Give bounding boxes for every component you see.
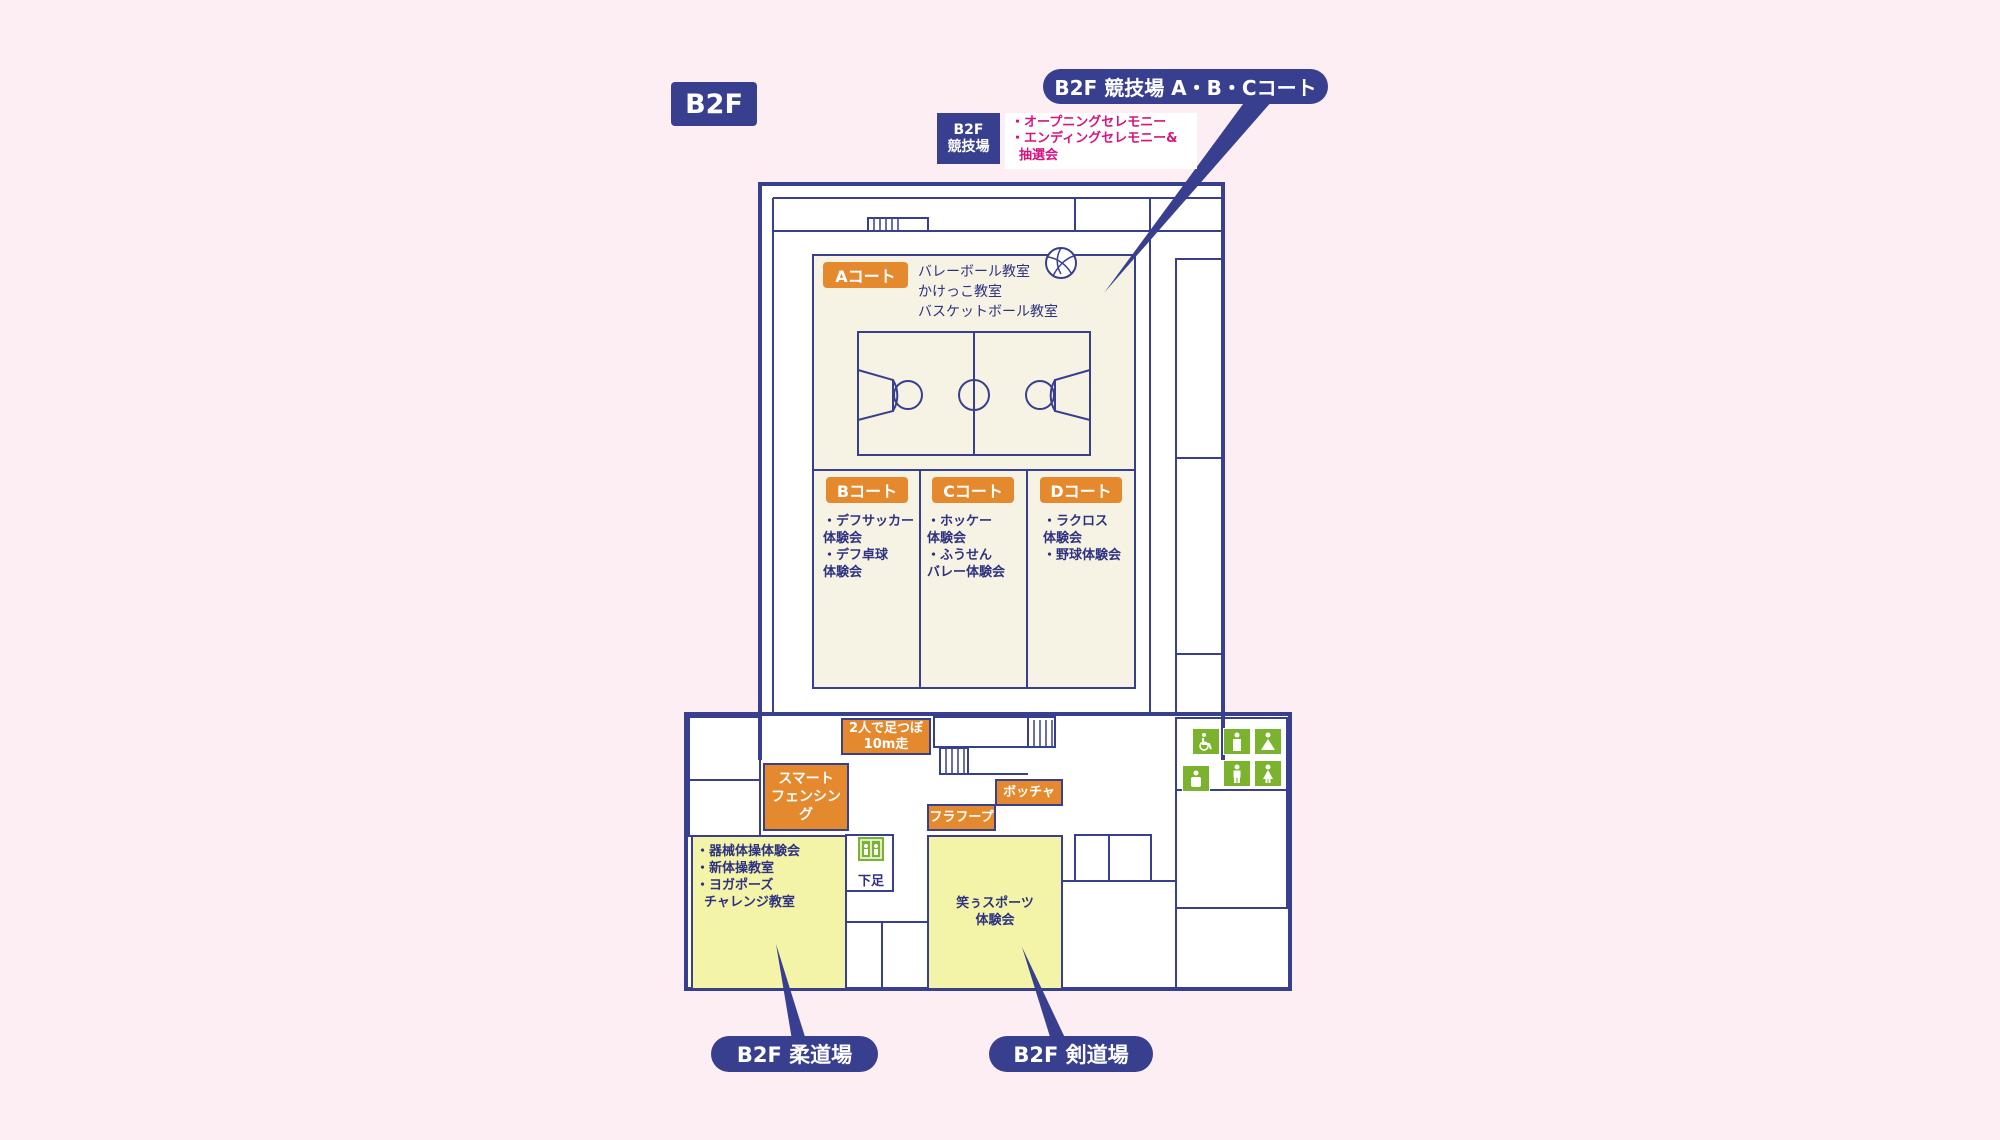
kendo-callout-pointer: [1022, 947, 1066, 1040]
footrace-line2: 10m走: [863, 736, 909, 752]
court-b-event: ・デフ卓球: [823, 548, 889, 563]
ostomate-icon: [1223, 728, 1251, 755]
venue-event-list: ・オープニングセレモニー ・エンディングセレモニー& 抽選会: [1005, 113, 1197, 169]
kendo-event-line1: 笑ぅスポーツ: [956, 896, 1034, 911]
kendo-event-line2: 体験会: [975, 913, 1015, 928]
stairs-middle: [939, 747, 969, 775]
court-d-events: ・ラクロス 体験会 ・野球体験会: [1043, 513, 1121, 564]
boccia-activity: ボッチャ: [995, 779, 1063, 806]
court-c-event: ・ふうせん: [927, 548, 993, 563]
elevator-icon: [858, 837, 884, 861]
venue-floor: B2F: [953, 121, 984, 138]
arena-callout-pointer: [1104, 100, 1273, 293]
judo-event: チャレンジ教室: [704, 895, 795, 910]
court-d-event: 体験会: [1043, 531, 1083, 546]
wheelchair-toilet-icon: [1192, 728, 1220, 755]
court-a-event: バスケットボール教室: [918, 304, 1058, 320]
judo-event: ・器械体操体験会: [696, 844, 801, 859]
judo-callout-pointer: [776, 944, 806, 1040]
venue-event: ・オープニングセレモニー: [1011, 115, 1167, 130]
court-a-event: かけっこ教室: [918, 284, 1002, 300]
court-a-event: バレーボール教室: [918, 264, 1030, 280]
court-b-tag: Bコート: [826, 477, 908, 503]
court-d-event: ・野球体験会: [1043, 548, 1122, 563]
venue-name: 競技場: [947, 138, 990, 155]
judo-hall-events: ・器械体操体験会 ・新体操教室 ・ヨガポーズ チャレンジ教室: [696, 843, 800, 911]
court-c-event: ・ホッケー: [927, 514, 993, 529]
women-toilet-icon: [1254, 760, 1282, 787]
court-b-event: 体験会: [823, 565, 863, 580]
court-a-events: バレーボール教室 かけっこ教室 バスケットボール教室: [918, 262, 1058, 322]
venue-event: ・エンディングセレモニー&: [1011, 131, 1178, 147]
kendo-hall: [927, 835, 1063, 990]
courts-bcd: [812, 469, 1136, 689]
court-b-event: ・デフサッカー: [823, 514, 915, 529]
fencing-line2: フェンシング: [771, 789, 841, 823]
shoe-area-label: 下足: [858, 874, 885, 889]
footrace-activity: 2人で足つぼ 10m走: [841, 718, 931, 755]
kendo-hall-title: B2F 剣道場: [989, 1036, 1153, 1072]
judo-event: ・ヨガポーズ: [696, 878, 774, 893]
court-b-events: ・デフサッカー 体験会 ・デフ卓球 体験会: [823, 513, 914, 581]
arena-title: B2F 競技場 A・B・Cコート: [1043, 69, 1328, 104]
venue-event: 抽選会: [1019, 147, 1059, 163]
court-d-tag: Dコート: [1040, 477, 1122, 503]
court-c-events: ・ホッケー 体験会 ・ふうせん バレー体験会: [927, 513, 1005, 581]
judo-hall: [691, 835, 847, 990]
stairs-top-hatch: [873, 219, 899, 231]
footrace-line1: 2人で足つぼ: [848, 720, 924, 736]
kendo-hall-events: 笑ぅスポーツ 体験会: [928, 895, 1062, 929]
judo-hall-title: B2F 柔道場: [711, 1036, 878, 1072]
court-b-event: 体験会: [823, 531, 863, 546]
court-c-event: 体験会: [927, 531, 967, 546]
basketball-court: [857, 331, 1091, 456]
volleyball-icon: [1045, 247, 1077, 279]
judo-event: ・新体操教室: [696, 861, 775, 876]
men-toilet-icon: [1223, 760, 1251, 787]
court-c-event: バレー体験会: [927, 565, 1006, 580]
baby-seat-icon: [1182, 765, 1210, 792]
fencing-activity: スマート フェンシング: [763, 763, 849, 831]
venue-box: B2F 競技場: [937, 113, 1000, 164]
court-a-tag: Aコート: [823, 262, 908, 288]
hula-hoop-activity: フラフープ: [927, 804, 996, 831]
fencing-line1: スマート: [778, 771, 834, 787]
court-d-event: ・ラクロス: [1043, 514, 1109, 529]
court-c-tag: Cコート: [932, 477, 1014, 503]
baby-care-icon: [1254, 728, 1282, 755]
floor-badge: B2F: [671, 82, 757, 126]
